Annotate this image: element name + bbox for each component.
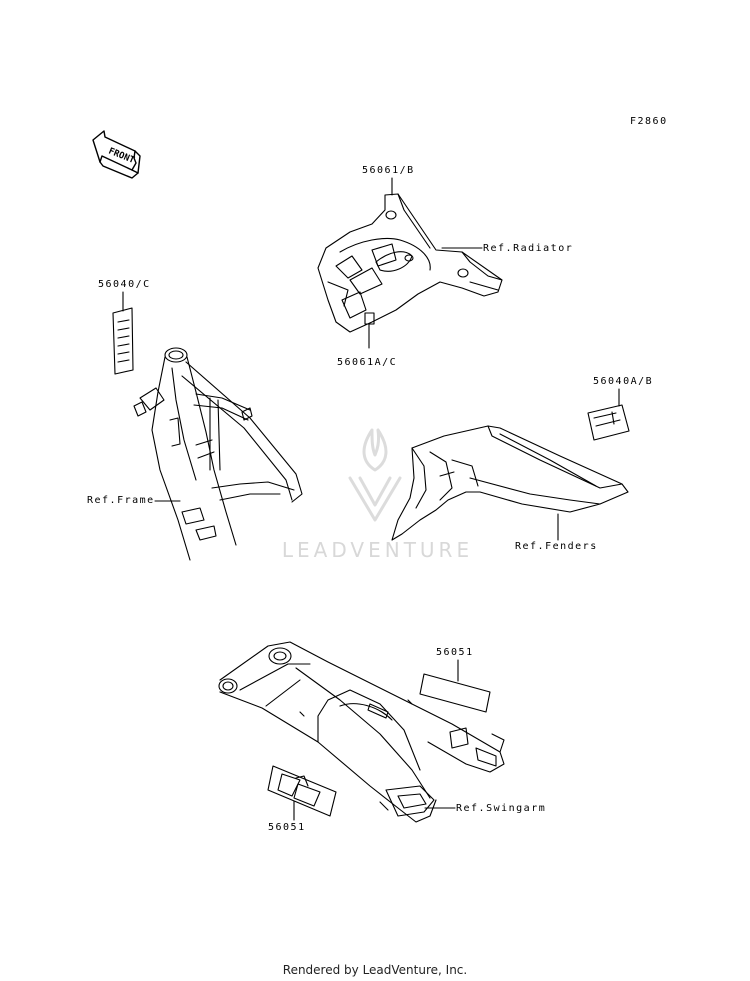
frame [133, 347, 303, 561]
rear-fender [391, 425, 629, 541]
decal-56051-top [419, 673, 491, 713]
label-56040ab: 56040A/B [593, 376, 654, 387]
footer-credit: Rendered by LeadVenture, Inc. [282, 963, 468, 977]
decal-56040ab [587, 404, 630, 441]
label-ref-frame: Ref.Frame [87, 495, 155, 506]
swingarm [218, 641, 505, 823]
label-ref-fenders: Ref.Fenders [515, 541, 598, 552]
label-ref-radiator: Ref.Radiator [483, 243, 574, 254]
label-56051-bottom: 56051 [268, 822, 306, 833]
front-arrow-icon: FRONT [92, 130, 141, 179]
decal-56040c [112, 307, 134, 375]
label-56051-top: 56051 [436, 647, 474, 658]
radiator-shroud [317, 193, 503, 333]
label-56061b: 56061/B [362, 165, 415, 176]
label-56061ac: 56061A/C [337, 357, 398, 368]
watermark-text: LEADVENTURE [281, 538, 474, 562]
watermark-logo [348, 428, 402, 522]
decal-56051-bottom [267, 765, 337, 817]
label-ref-swingarm: Ref.Swingarm [456, 803, 547, 814]
label-56040c: 56040/C [98, 279, 151, 290]
figure-code: F2860 [630, 116, 668, 127]
